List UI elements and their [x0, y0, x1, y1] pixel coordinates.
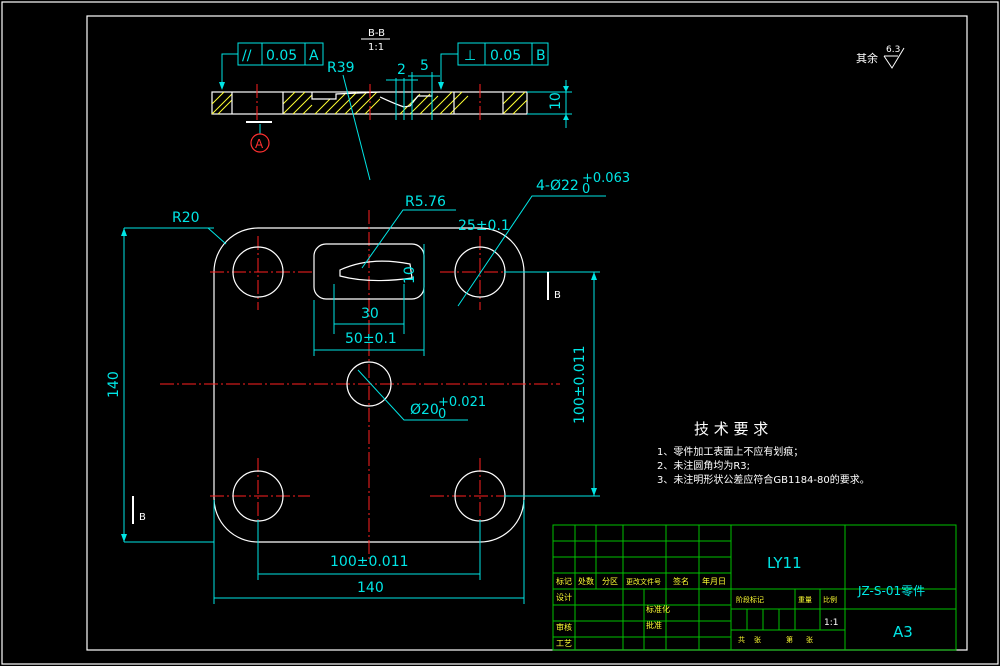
label-stage: 阶段标记 — [736, 595, 764, 604]
tech-requirements: 技 术 要 求 1、零件加工表面上不应有划痕； 2、未注圆角均为R3; 3、未注… — [657, 420, 870, 486]
label-no: 第 — [786, 635, 793, 644]
dim-4-holes-sub: 0 — [582, 182, 590, 197]
dim-25: 25±0.1 — [458, 218, 510, 234]
label-review: 审核 — [556, 622, 572, 632]
label-approve: 批准 — [646, 620, 662, 630]
section-mark-right: B — [554, 290, 561, 301]
dim-100-horizontal: 100±0.011 — [330, 554, 409, 570]
section-mark-left: B — [139, 512, 146, 523]
plan-view: R20 R5.76 4-Ø22 +0.063 0 25±0.1 10 30 50… — [106, 171, 630, 604]
hole-center — [346, 361, 392, 407]
dim-5: 5 — [420, 58, 429, 74]
roughness-symbol: 其余 6.3 — [856, 45, 905, 69]
tol-left-value: 0.05 — [266, 48, 297, 64]
sheet-size: A3 — [893, 623, 913, 641]
tolerance-frame-parallel: // 0.05 A — [219, 42, 324, 90]
section-body — [211, 84, 528, 122]
label-standard: 标准化 — [646, 604, 670, 614]
datum-a-label: A — [255, 137, 264, 151]
label-mark: 标记 — [556, 576, 572, 586]
datum-a-marker: A — [246, 121, 272, 153]
scale-value: 1:1 — [824, 618, 838, 628]
tech-req-title: 技 术 要 求 — [694, 420, 768, 438]
dim-r20: R20 — [172, 210, 200, 226]
dim-4-holes: 4-Ø22 — [536, 178, 579, 194]
label-sign: 签名 — [673, 576, 689, 586]
tol-right-value: 0.05 — [490, 48, 521, 64]
dim-center-hole-sup: +0.021 — [438, 395, 486, 410]
label-total: 共 — [738, 635, 745, 644]
perpendicular-symbol: ⊥ — [464, 48, 476, 64]
section-label-top: B-B — [368, 28, 385, 39]
label-zone: 分区 — [602, 577, 618, 586]
dim-140-vertical: 140 — [106, 371, 122, 398]
section-view: B-B 1:1 // 0.05 A ⊥ 0.05 B — [211, 28, 572, 181]
tech-req-1: 1、零件加工表面上不应有划痕； — [657, 445, 803, 458]
title-block: LY11 JZ-S-01零件 A3 1:1 标记 处数 分区 更改文件号 签名 … — [552, 524, 957, 651]
tol-right-datum: B — [536, 48, 546, 64]
label-sheets-2: 张 — [806, 635, 813, 644]
tolerance-frame-perpendicular: ⊥ 0.05 B — [438, 42, 549, 90]
label-process: 工艺 — [556, 639, 572, 648]
dim-10-slot: 10 — [402, 266, 418, 284]
label-count: 处数 — [578, 576, 594, 586]
dim-4-holes-sup: +0.063 — [582, 171, 630, 186]
dim-r39: R39 — [327, 60, 355, 76]
label-weight: 重量 — [798, 596, 812, 604]
label-sheets-1: 张 — [754, 635, 761, 644]
label-change-doc: 更改文件号 — [626, 577, 661, 586]
dim-10-section: 10 — [548, 92, 564, 110]
label-ratio: 比例 — [823, 595, 837, 604]
dim-30: 30 — [361, 306, 379, 322]
dim-50: 50±0.1 — [345, 331, 397, 347]
dim-center-hole-sub: 0 — [438, 407, 446, 422]
dim-140-horizontal: 140 — [357, 580, 384, 596]
roughness-value: 6.3 — [886, 45, 900, 55]
drawing-number: JZ-S-01零件 — [857, 584, 925, 598]
roughness-prefix: 其余 — [856, 51, 878, 65]
tol-left-datum: A — [309, 48, 319, 64]
label-design: 设计 — [556, 592, 572, 602]
tech-req-3: 3、未注明形状公差应符合GB1184-80的要求。 — [657, 473, 870, 486]
r39-leader — [342, 74, 371, 181]
hole-top-left — [232, 246, 284, 298]
dim-2: 2 — [397, 62, 406, 78]
section-label-bottom: 1:1 — [368, 42, 384, 53]
inner-frame — [86, 15, 968, 651]
label-date: 年月日 — [702, 576, 726, 586]
dim-r5-76: R5.76 — [405, 194, 446, 210]
dim-center-hole: Ø20 — [410, 402, 439, 418]
plate-outline — [213, 227, 525, 543]
tech-req-2: 2、未注圆角均为R3; — [657, 459, 750, 472]
parallel-symbol: // — [242, 48, 252, 64]
dim-100-vertical: 100±0.011 — [572, 345, 588, 424]
slot-groove — [339, 260, 413, 282]
material-value: LY11 — [767, 554, 802, 572]
